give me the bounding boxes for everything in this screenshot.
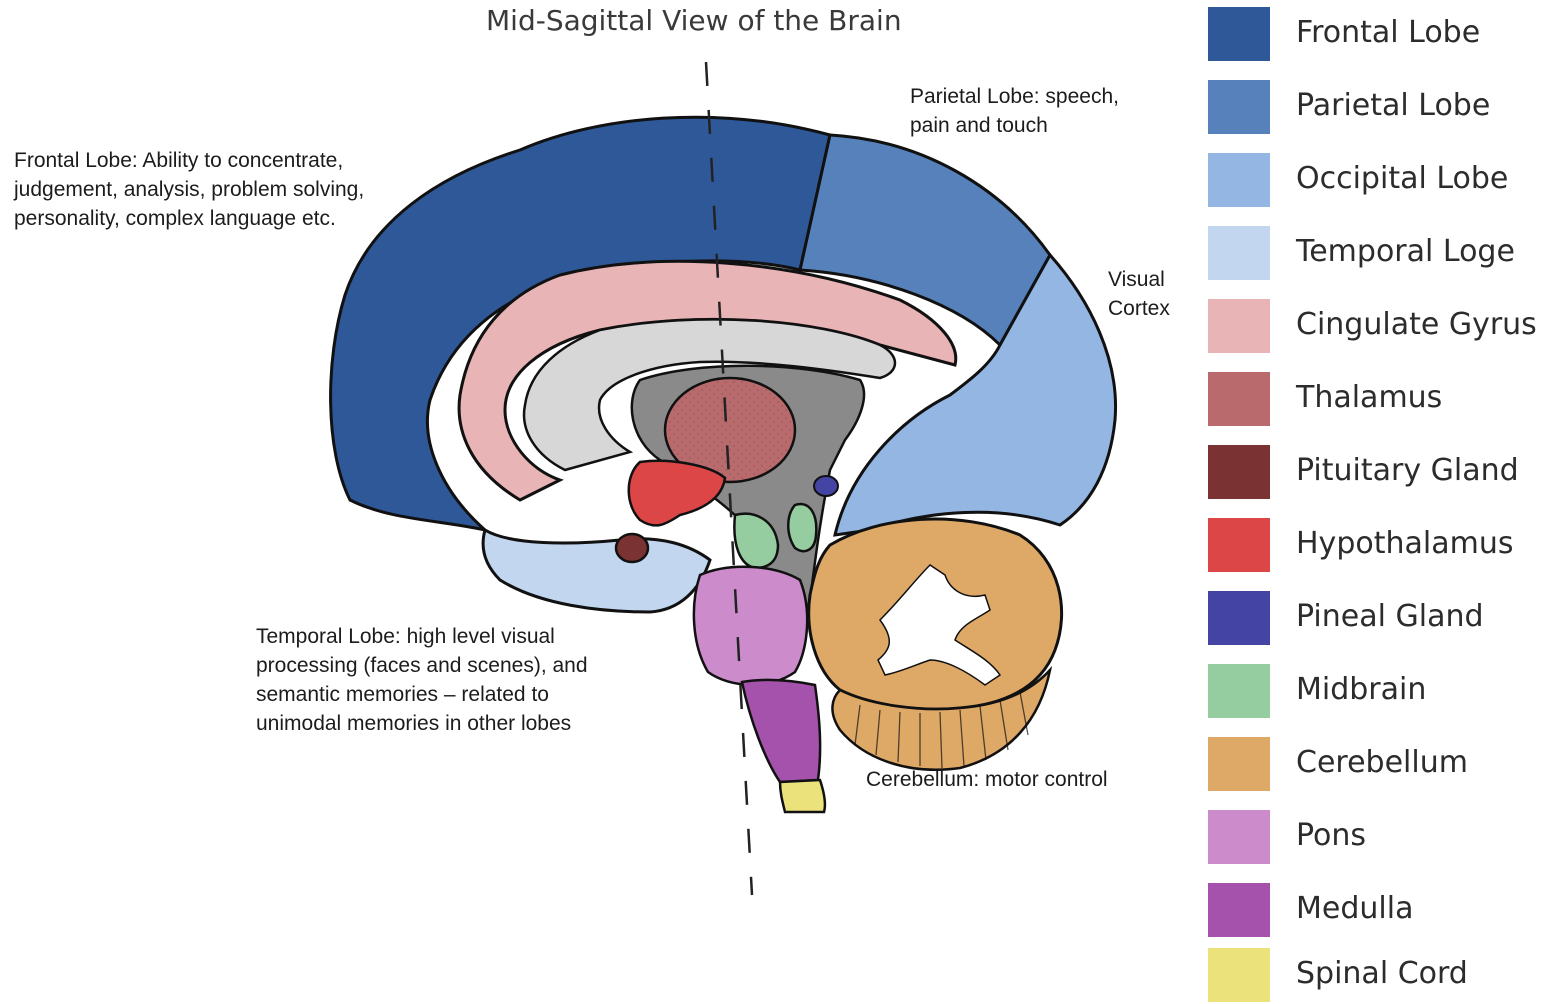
legend-swatch [1208,810,1270,864]
medulla-region [742,680,820,782]
legend-label: Parietal Lobe [1296,88,1490,123]
legend-item-pons: Pons [1208,810,1552,866]
legend-swatch [1208,80,1270,134]
legend-label: Frontal Lobe [1296,15,1480,50]
legend-item-parietal-lobe: Parietal Lobe [1208,80,1552,136]
legend-label: Temporal Loge [1296,234,1515,269]
legend-swatch [1208,153,1270,207]
legend-item-temporal-lobe: Temporal Loge [1208,226,1552,282]
legend-label: Midbrain [1296,672,1426,707]
legend-label: Cerebellum [1296,745,1468,780]
legend-swatch [1208,299,1270,353]
legend-swatch [1208,7,1270,61]
legend-item-pituitary-gland: Pituitary Gland [1208,445,1552,501]
legend-label: Pons [1296,818,1366,853]
legend-swatch [1208,664,1270,718]
legend-swatch [1208,883,1270,937]
pineal-gland-region [814,476,838,496]
pituitary-gland-region [616,534,648,562]
legend-swatch [1208,948,1270,1002]
spinal-cord-region [780,780,825,812]
legend-item-thalamus: Thalamus [1208,372,1552,428]
pons-region [694,567,807,685]
legend-item-medulla: Medulla [1208,883,1552,939]
legend-label: Medulla [1296,891,1413,926]
hypothalamus-region [629,461,725,526]
legend-item-cerebellum: Cerebellum [1208,737,1552,793]
legend-label: Pineal Gland [1296,599,1484,634]
legend-item-hypothalamus: Hypothalamus [1208,518,1552,574]
legend-label: Hypothalamus [1296,526,1513,561]
legend-swatch [1208,372,1270,426]
visual-cortex-annotation: Visual Cortex [1108,265,1170,323]
legend-item-midbrain: Midbrain [1208,664,1552,720]
legend-item-cingulate-gyrus: Cingulate Gyrus [1208,299,1552,355]
legend-label: Cingulate Gyrus [1296,307,1537,342]
legend-swatch [1208,226,1270,280]
legend-item-pineal-gland: Pineal Gland [1208,591,1552,647]
legend-swatch [1208,591,1270,645]
legend-item-occipital-lobe: Occipital Lobe [1208,153,1552,209]
legend-label: Occipital Lobe [1296,161,1508,196]
legend-item-spinal-cord: Spinal Cord [1208,948,1552,1004]
frontal-lobe-annotation: Frontal Lobe: Ability to concentrate, ju… [14,146,364,233]
legend-label: Thalamus [1296,380,1442,415]
cerebellum-annotation: Cerebellum: motor control [866,765,1108,794]
legend-item-frontal-lobe: Frontal Lobe [1208,7,1552,63]
temporal-lobe-region [483,530,710,612]
legend-label: Pituitary Gland [1296,453,1519,488]
legend-swatch [1208,518,1270,572]
legend: Frontal Lobe Parietal Lobe Occipital Lob… [1208,0,1552,1004]
temporal-lobe-annotation: Temporal Lobe: high level visual process… [256,622,588,738]
legend-label: Spinal Cord [1296,956,1468,991]
legend-swatch [1208,445,1270,499]
legend-swatch [1208,737,1270,791]
parietal-lobe-annotation: Parietal Lobe: speech, pain and touch [910,82,1119,140]
